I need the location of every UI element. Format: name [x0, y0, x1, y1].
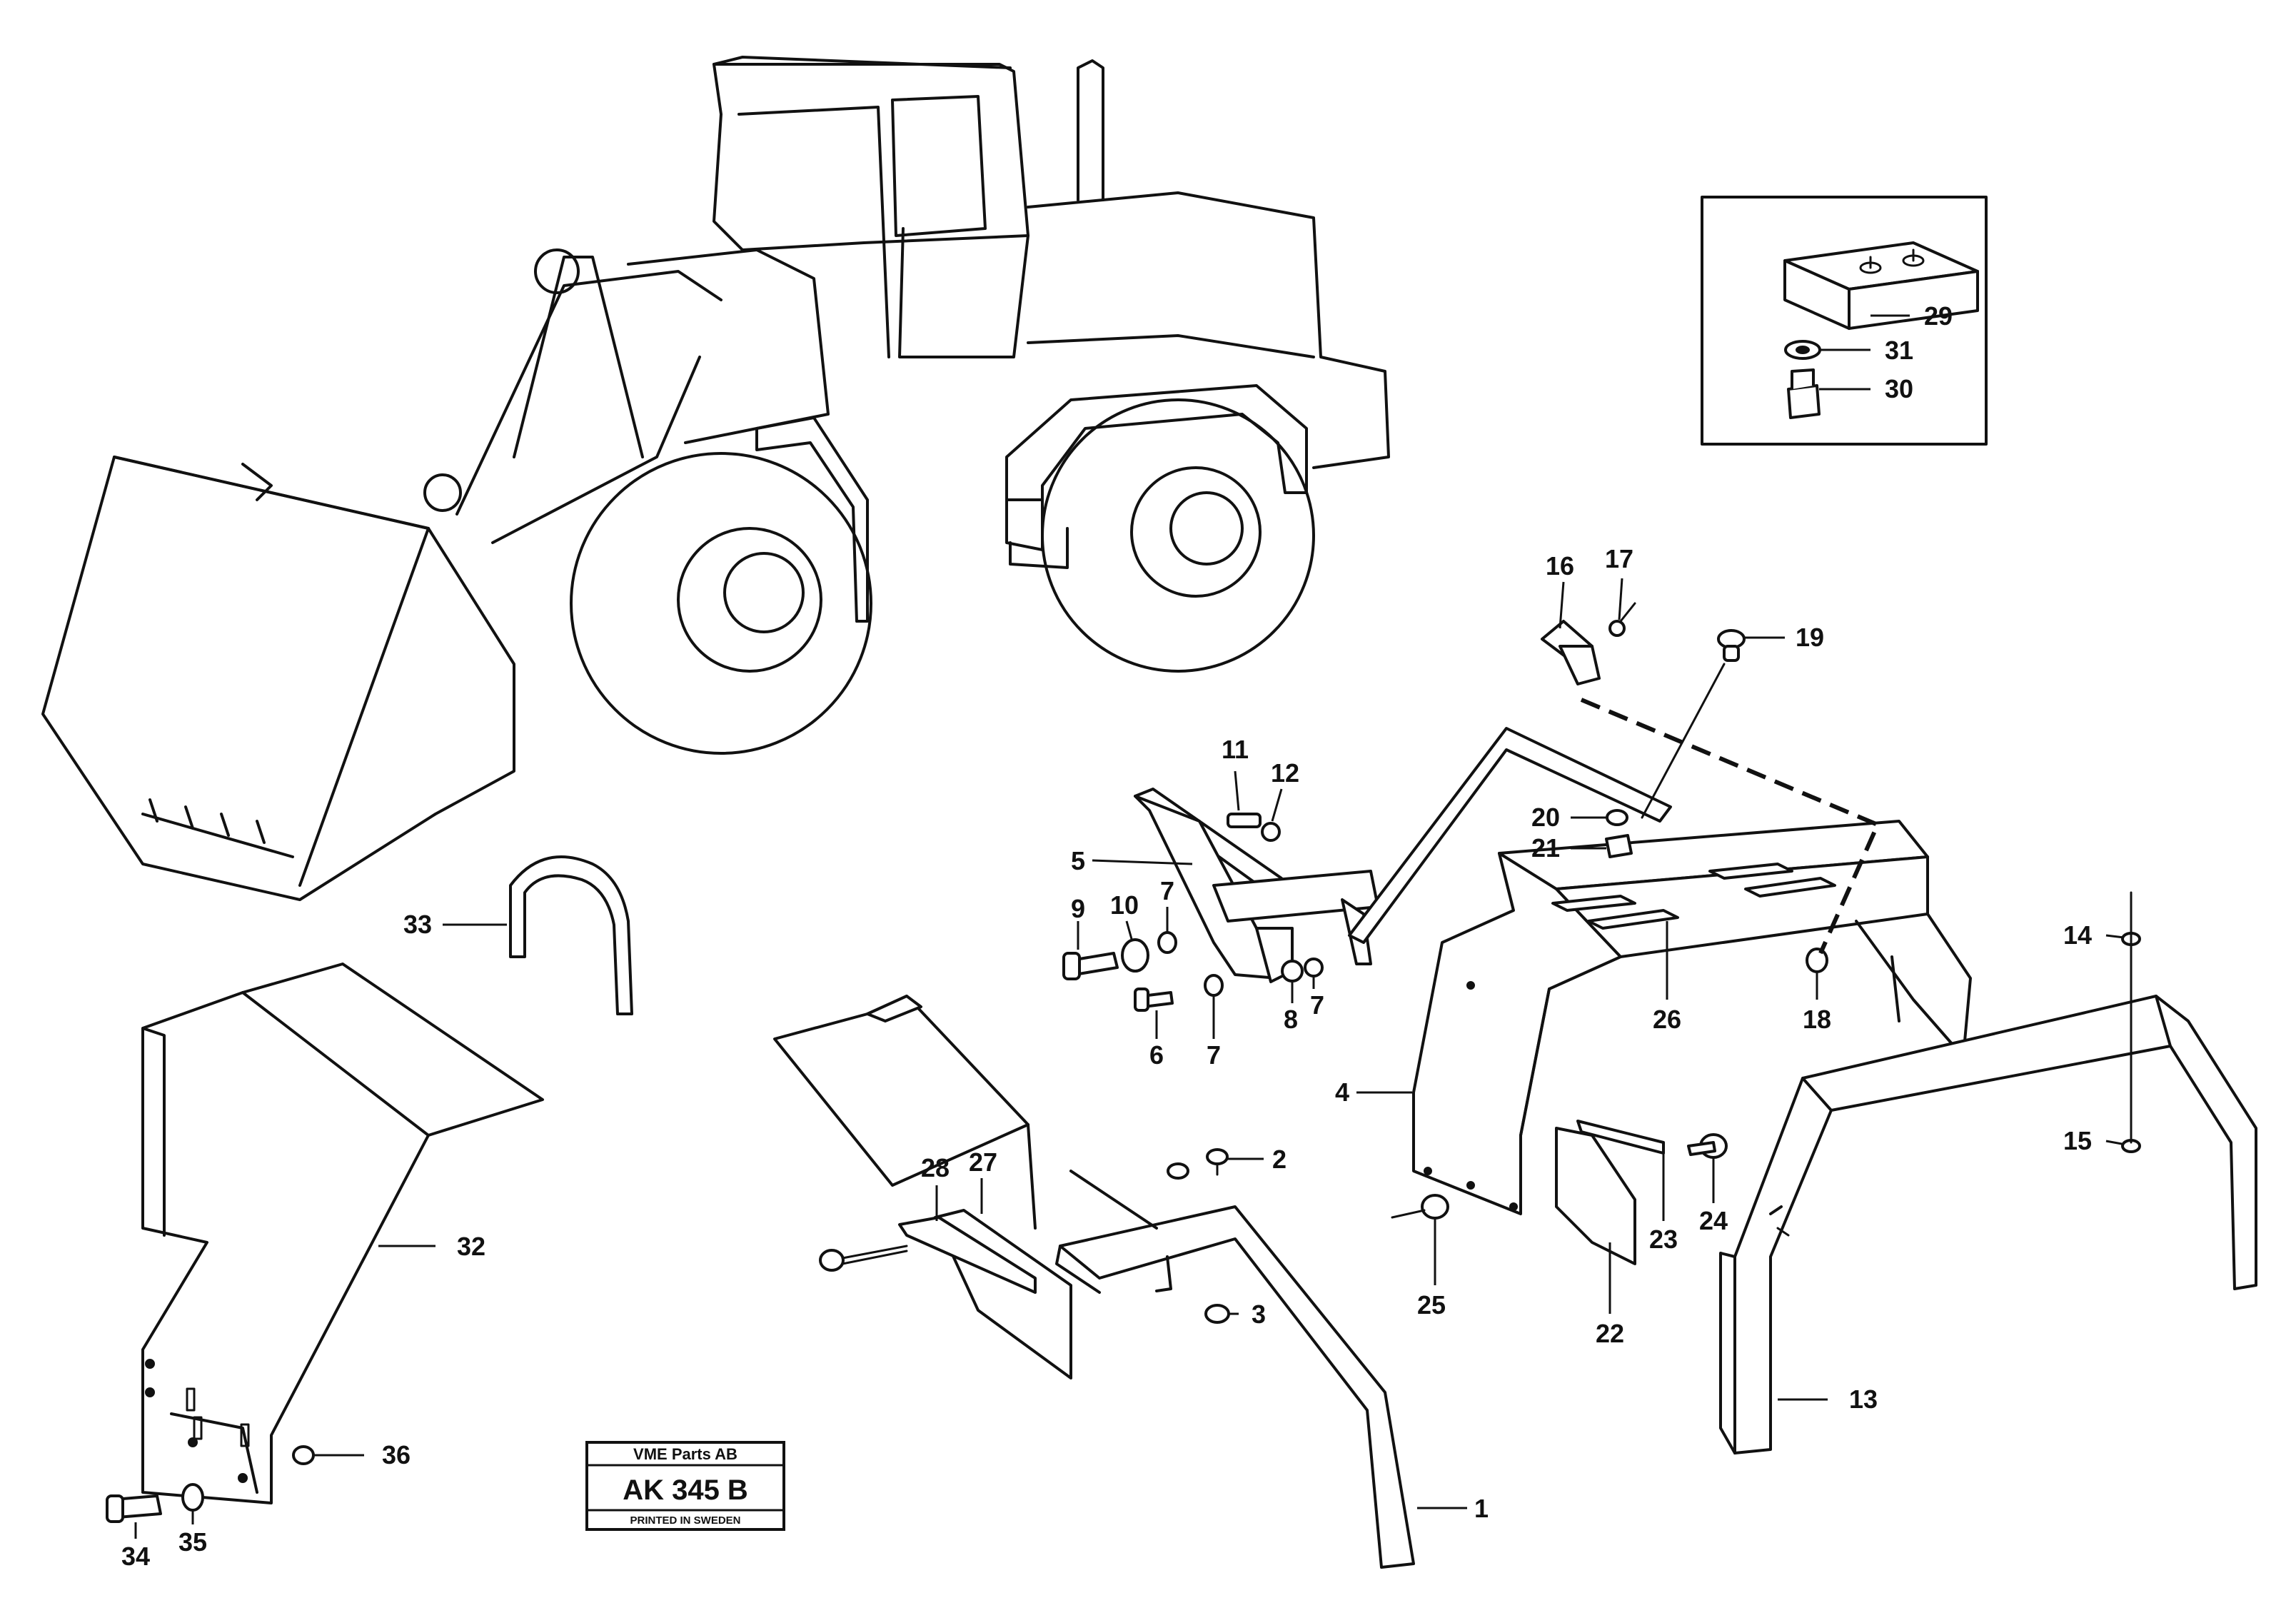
callout-5: 5 [1071, 846, 1085, 875]
callout-21: 21 [1531, 833, 1560, 863]
callout-18: 18 [1803, 1005, 1831, 1034]
part-2-bolt [1206, 1148, 1229, 1165]
part-4-fender [1412, 820, 1972, 1215]
part-13-fender [1719, 891, 2257, 1454]
callout-17: 17 [1605, 544, 1633, 573]
callout-31: 31 [1885, 336, 1913, 365]
callout-6: 6 [1149, 1040, 1164, 1070]
title-code: AK 345 B [623, 1474, 748, 1506]
callout-7b: 7 [1160, 876, 1174, 905]
callout-1: 1 [1474, 1494, 1489, 1523]
callout-9: 9 [1071, 894, 1085, 923]
part-3-nut [1204, 1304, 1230, 1324]
callout-3: 3 [1252, 1300, 1266, 1329]
callout-30: 30 [1885, 374, 1913, 403]
callout-24: 24 [1699, 1206, 1728, 1235]
callout-12: 12 [1271, 758, 1299, 788]
callout-19: 19 [1796, 623, 1824, 652]
title-company: VME Parts AB [633, 1445, 737, 1463]
callout-23: 23 [1649, 1225, 1678, 1254]
callout-20: 20 [1531, 803, 1560, 832]
callout-34: 34 [121, 1542, 150, 1571]
callout-8: 8 [1284, 1005, 1298, 1034]
callout-10: 10 [1110, 890, 1139, 920]
callout-22: 22 [1596, 1319, 1624, 1348]
callout-33: 33 [403, 910, 432, 939]
part-33-bar [509, 855, 633, 1015]
callout-7c: 7 [1310, 990, 1324, 1020]
wheel-loader-illustration [41, 56, 1390, 901]
part-1-fender [773, 995, 1415, 1569]
mounting-dashed-line [1580, 698, 1880, 955]
callout-7a: 7 [1207, 1040, 1221, 1070]
title-block: VME Parts AB AK 345 B PRINTED IN SWEDEN [585, 1441, 785, 1531]
parts-16-21-hardware [1541, 602, 1828, 973]
callout-27: 27 [969, 1147, 997, 1177]
callout-labels: 1 2 3 4 5 6 7 7 7 8 9 10 11 12 13 14 15 [121, 301, 2125, 1571]
parts-27-28-plates [819, 1209, 1072, 1380]
part-32-fender [141, 963, 544, 1504]
callout-32: 32 [457, 1232, 485, 1261]
callout-29: 29 [1924, 301, 1953, 331]
callout-36: 36 [382, 1440, 411, 1469]
bracket-hardware [1062, 813, 1324, 1012]
callout-2: 2 [1272, 1145, 1287, 1174]
callout-14: 14 [2063, 920, 2092, 950]
callout-11: 11 [1222, 735, 1249, 764]
title-printed: PRINTED IN SWEDEN [630, 1514, 740, 1527]
inset-box [1701, 196, 1988, 446]
callout-13: 13 [1849, 1385, 1878, 1414]
callout-28: 28 [921, 1153, 950, 1182]
part-5-bracket [1134, 727, 1672, 983]
callout-26: 26 [1653, 1005, 1681, 1034]
part-2-washer [1167, 1162, 1189, 1180]
callout-25: 25 [1417, 1290, 1446, 1320]
callout-4: 4 [1335, 1077, 1349, 1107]
callout-35: 35 [178, 1527, 207, 1557]
callout-16: 16 [1546, 551, 1574, 581]
callout-15: 15 [2063, 1126, 2092, 1155]
